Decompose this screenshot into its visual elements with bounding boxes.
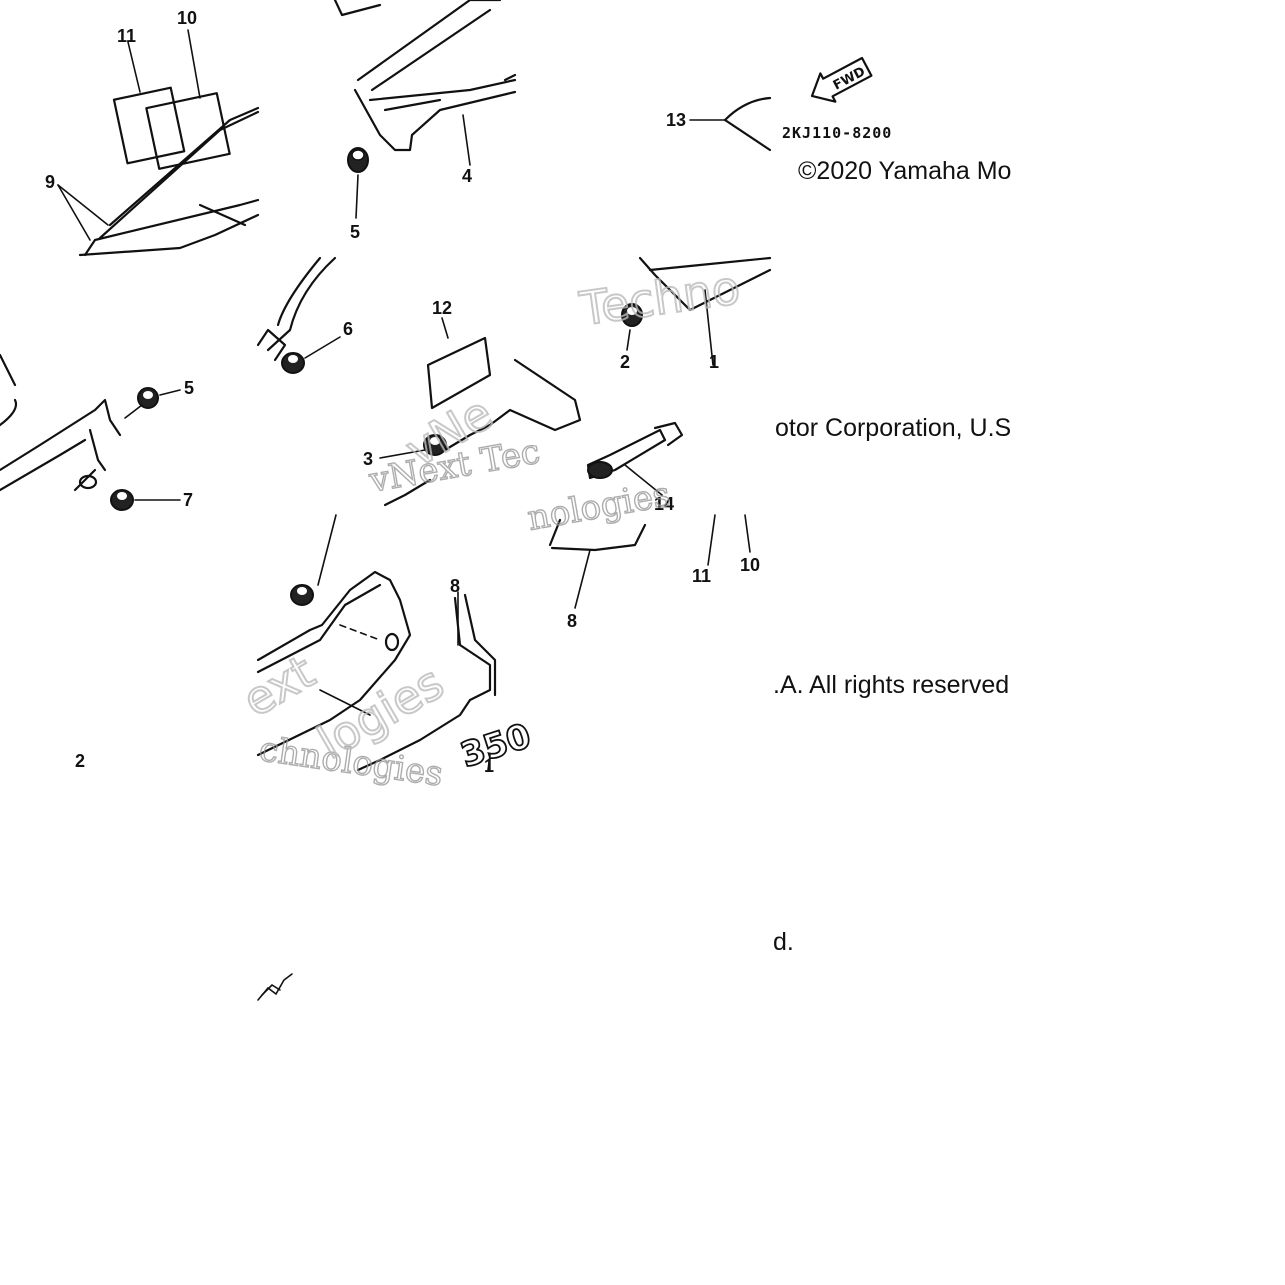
- copyright-fragment-4: d.: [773, 928, 794, 956]
- bracket-assembly: [333, 0, 517, 219]
- callout-9: 9: [45, 172, 55, 192]
- part-number-label: 2KJ110-8200: [782, 124, 892, 142]
- watermark-fragment: ext: [234, 644, 324, 727]
- callout-1: 1: [484, 756, 494, 776]
- tail-logo-fragment: [257, 973, 293, 1001]
- model-label: 350: [456, 716, 536, 776]
- callout-1: 1: [709, 352, 719, 372]
- callout-4: 4: [462, 166, 472, 186]
- callout-5: 5: [350, 222, 360, 242]
- right-cover-strap: [548, 256, 772, 609]
- callout-8: 8: [567, 611, 577, 631]
- copyright-fragment-2: otor Corporation, U.S: [775, 414, 1012, 442]
- callout-2: 2: [75, 751, 85, 771]
- part-13-curve: [689, 96, 772, 152]
- callout-3: 3: [363, 449, 373, 469]
- watermark-fragment: Techno: [576, 260, 743, 336]
- watermark-fragment: nologies: [525, 474, 674, 538]
- callout-11: 11: [692, 566, 711, 586]
- frame-bracket-left: [0, 353, 181, 511]
- callout-labels: 11 10 9 4 5 13 12 6 2 1 5 7 3 14 11 10 8…: [45, 8, 760, 776]
- callout-10: 10: [177, 8, 197, 28]
- model-350-emblem: 350: [455, 715, 537, 777]
- fwd-arrow-decal: FWD: [810, 56, 873, 103]
- callout-2: 2: [620, 352, 630, 372]
- callout-12: 12: [432, 298, 452, 318]
- callout-6: 6: [343, 319, 353, 339]
- callout-13: 13: [666, 110, 686, 130]
- copyright-fragment-3: .A. All rights reserved: [773, 671, 1010, 699]
- callout-14: 14: [654, 494, 674, 514]
- center-cover-panel: [256, 256, 582, 507]
- watermark: Techno vNext Tec nologies ext chnologies…: [233, 259, 745, 795]
- callout-8: 8: [450, 576, 460, 596]
- copyright-fragment-1: ©2020 Yamaha Mo: [798, 157, 1012, 185]
- callout-11: 11: [117, 26, 136, 46]
- callout-5: 5: [184, 378, 194, 398]
- callout-7: 7: [183, 490, 193, 510]
- side-cover-left-panel: [57, 29, 260, 257]
- callout-10: 10: [740, 555, 760, 575]
- fwd-label: FWD: [831, 64, 868, 93]
